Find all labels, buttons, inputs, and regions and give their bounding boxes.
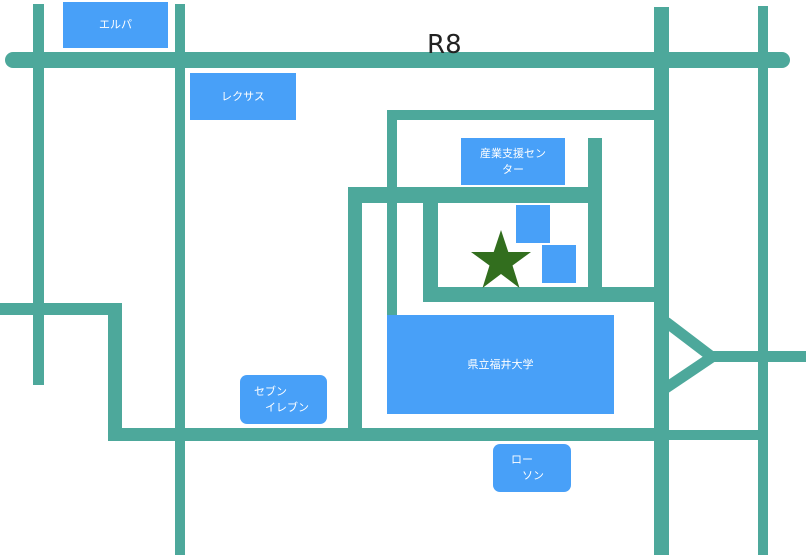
road (175, 4, 185, 555)
landmark-lawson: ロー ソン (493, 444, 571, 492)
route-label: R8 (427, 30, 462, 60)
building (542, 245, 576, 283)
road (758, 6, 768, 555)
landmark-elpa: エルパ (63, 2, 168, 48)
road (108, 428, 669, 441)
road (669, 430, 763, 440)
road (108, 303, 122, 441)
road-r8 (5, 52, 790, 68)
road (0, 303, 122, 315)
road (710, 351, 806, 362)
road (588, 138, 602, 300)
landmark-industry-center: 産業支援セン ター (461, 138, 565, 185)
landmark-lexus: レクサス (190, 73, 296, 120)
road (348, 187, 602, 203)
road (423, 187, 438, 302)
road (33, 4, 44, 385)
landmark-seven-eleven: セブン イレブン (240, 375, 327, 424)
star-icon (471, 230, 531, 288)
landmark-university: 県立福井大学 (387, 315, 614, 414)
road (348, 187, 362, 440)
road (387, 110, 397, 315)
road (387, 110, 660, 120)
building (516, 205, 550, 243)
road (654, 7, 669, 555)
